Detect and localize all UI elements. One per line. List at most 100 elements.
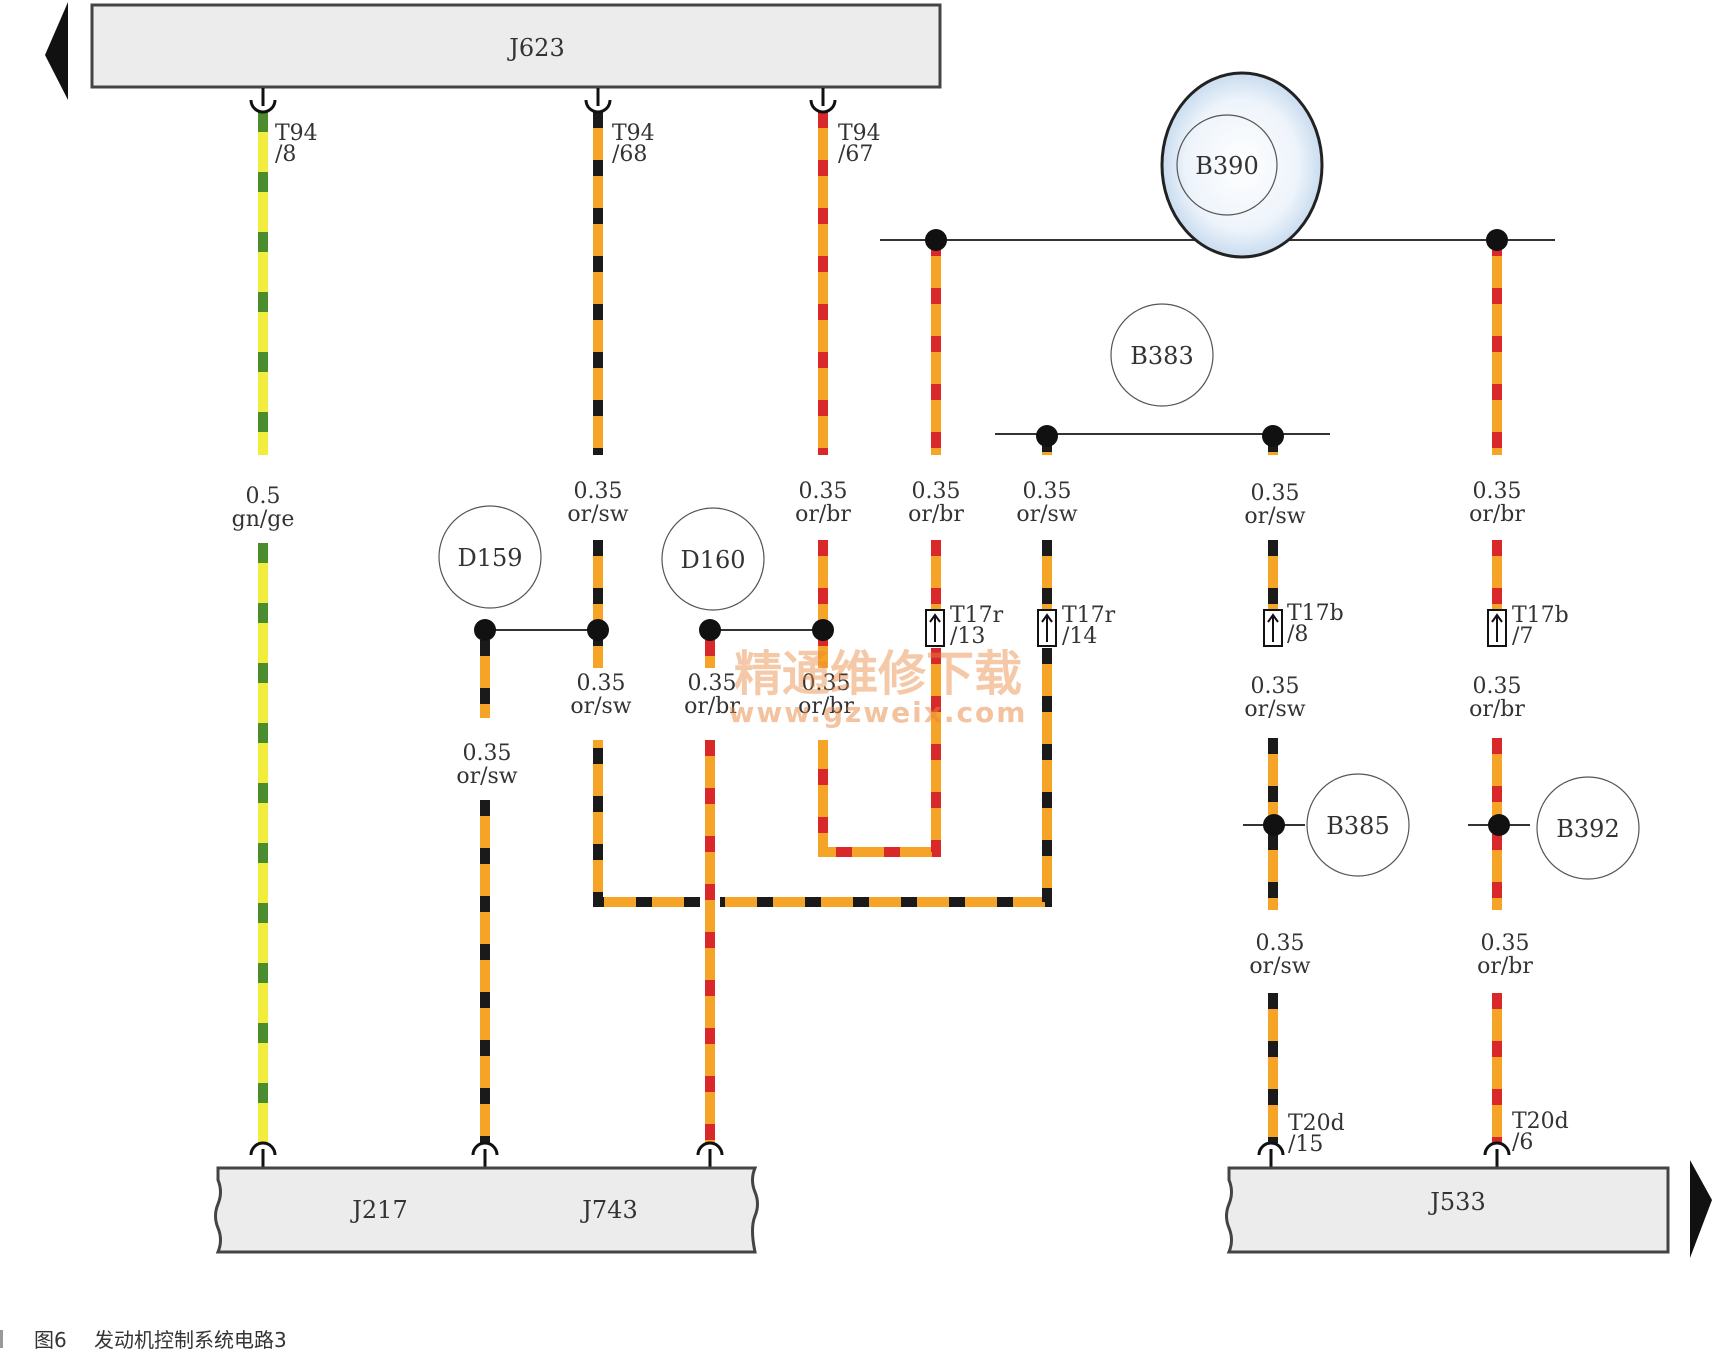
splice-b390-right <box>1486 229 1508 251</box>
pin-t94-8 <box>249 88 277 114</box>
conn-label-t20d-6-b: /6 <box>1512 1130 1533 1155</box>
component-b390: B390 <box>1160 71 1324 259</box>
splice-b383-right <box>1262 425 1284 447</box>
conn-label-t94-67-b: /67 <box>838 142 873 167</box>
connector-box-t17b-8 <box>1263 609 1283 647</box>
label-b383: B383 <box>1130 342 1193 370</box>
triangle-left-icon <box>45 2 68 100</box>
wire-segment-13-stripe <box>720 648 1052 907</box>
conn-label-t94-68-b: /68 <box>612 142 647 167</box>
conn-label-t94-67-a: T94 <box>838 121 881 146</box>
wire-label-w8-color: or/sw <box>456 764 517 789</box>
wire-label-w8-size: 0.35 <box>463 741 512 766</box>
component-b383: B383 <box>1110 303 1214 407</box>
splice-d160-right <box>812 619 834 641</box>
watermark-cn: 精通维修下载 <box>734 646 1022 702</box>
conn-label-t17b-7-a: T17b <box>1512 603 1569 628</box>
module-j533: J533 <box>1225 1166 1670 1254</box>
wires <box>258 112 1502 1143</box>
wire-label-w7-size: 0.35 <box>1473 479 1522 504</box>
conn-label-t20d-6-a: T20d <box>1512 1109 1569 1134</box>
wire-label-w1-size: 0.5 <box>246 484 281 509</box>
splice-b383-left <box>1036 425 1058 447</box>
connector-box-t17r-13 <box>925 609 945 647</box>
conn-label-t94-68-a: T94 <box>612 121 655 146</box>
label-b390: B390 <box>1195 152 1258 180</box>
wire-label-w14-size: 0.35 <box>1256 931 1305 956</box>
triangle-right-icon <box>1690 1160 1712 1258</box>
pin-j217-b <box>471 1141 499 1167</box>
conn-label-t17b-8-a: T17b <box>1287 601 1344 626</box>
conn-label-t17r-13-b: /13 <box>950 624 985 649</box>
wire-label-w13-color: or/br <box>1469 697 1525 722</box>
wire-label-w14-color: or/sw <box>1249 954 1310 979</box>
connector-labels: T94 /8 T94 /68 T94 /67 T17r /13 T17r /14… <box>275 121 1569 1157</box>
wire-label-w4-color: or/br <box>908 502 964 527</box>
conn-label-t20d-15-b: /15 <box>1288 1132 1323 1157</box>
conn-label-t94-8-b: /8 <box>275 142 296 167</box>
wire-label-w5-size: 0.35 <box>1023 479 1072 504</box>
conn-label-t20d-15-a: T20d <box>1288 1111 1345 1136</box>
wire-label-w7-color: or/br <box>1469 502 1525 527</box>
wire-label-w5-color: or/sw <box>1016 502 1077 527</box>
pin-t94-67 <box>809 88 837 114</box>
wire-label-w6-color: or/sw <box>1244 504 1305 529</box>
watermark-url: www.gzweix.com <box>729 696 1028 729</box>
wire-segment-14-stripe <box>593 740 700 907</box>
pin-j217-a <box>249 1141 277 1167</box>
conn-label-t17r-14-a: T17r <box>1062 603 1116 628</box>
wire-segment-10-stripe <box>818 648 941 857</box>
label-j743: J743 <box>579 1196 637 1224</box>
wire-label-w11-color: or/br <box>798 694 854 719</box>
splice-d159-right <box>587 619 609 641</box>
wire-label-w15-size: 0.35 <box>1481 931 1530 956</box>
wire-label-w4-size: 0.35 <box>912 479 961 504</box>
label-d159: D159 <box>457 544 522 572</box>
conn-label-t17r-13-a: T17r <box>950 603 1004 628</box>
label-j533: J533 <box>1427 1188 1485 1216</box>
wire-label-w12-color: or/sw <box>1244 697 1305 722</box>
wire-labels: 0.5 gn/ge 0.35 or/sw 0.35 or/br 0.35 or/… <box>232 479 1534 979</box>
wire-label-w12-size: 0.35 <box>1251 674 1300 699</box>
wire-label-w10-size: 0.35 <box>688 671 737 696</box>
label-b392: B392 <box>1556 815 1619 843</box>
splice-ellipses <box>474 229 1510 836</box>
wire-label-w3-color: or/br <box>795 502 851 527</box>
splice-d160-left <box>699 619 721 641</box>
pin-t94-68 <box>584 88 612 114</box>
component-d160: D160 <box>661 507 765 611</box>
pin-j743 <box>696 1141 724 1167</box>
splice-b385 <box>1263 814 1285 836</box>
component-b385: B385 <box>1306 773 1410 877</box>
wire-label-w9-color: or/sw <box>570 694 631 719</box>
pin-symbols-bottom <box>249 1141 1511 1167</box>
label-b385: B385 <box>1326 812 1389 840</box>
inline-connectors <box>925 609 1507 647</box>
caption-marker <box>0 1330 3 1348</box>
splice-b392 <box>1488 814 1510 836</box>
conn-label-t94-8-a: T94 <box>275 121 318 146</box>
wire-label-w15-color: or/br <box>1477 954 1533 979</box>
caption-figure: 图6 <box>34 1328 67 1352</box>
conn-label-t17b-7-b: /7 <box>1512 624 1533 649</box>
pin-t20d-15 <box>1257 1141 1285 1167</box>
label-j217: J217 <box>349 1196 407 1224</box>
component-d159: D159 <box>438 505 542 609</box>
component-b392: B392 <box>1536 776 1640 880</box>
wire-label-w9-size: 0.35 <box>577 671 626 696</box>
conn-label-t17b-8-b: /8 <box>1287 622 1308 647</box>
wire-label-w10-color: or/br <box>684 694 740 719</box>
wire-label-w13-size: 0.35 <box>1473 674 1522 699</box>
pin-t20d-6 <box>1483 1141 1511 1167</box>
wire-label-w11-size: 0.35 <box>802 671 851 696</box>
wire-segment-14-base <box>593 740 700 907</box>
label-j623: J623 <box>506 34 564 62</box>
label-d160: D160 <box>680 546 745 574</box>
connector-box-t17r-14 <box>1037 609 1057 647</box>
wire-label-w3-size: 0.35 <box>799 479 848 504</box>
wire-label-w2-color: or/sw <box>567 502 628 527</box>
splice-d159-left <box>474 619 496 641</box>
splice-b390-left <box>925 229 947 251</box>
pin-symbols-top <box>249 88 837 114</box>
